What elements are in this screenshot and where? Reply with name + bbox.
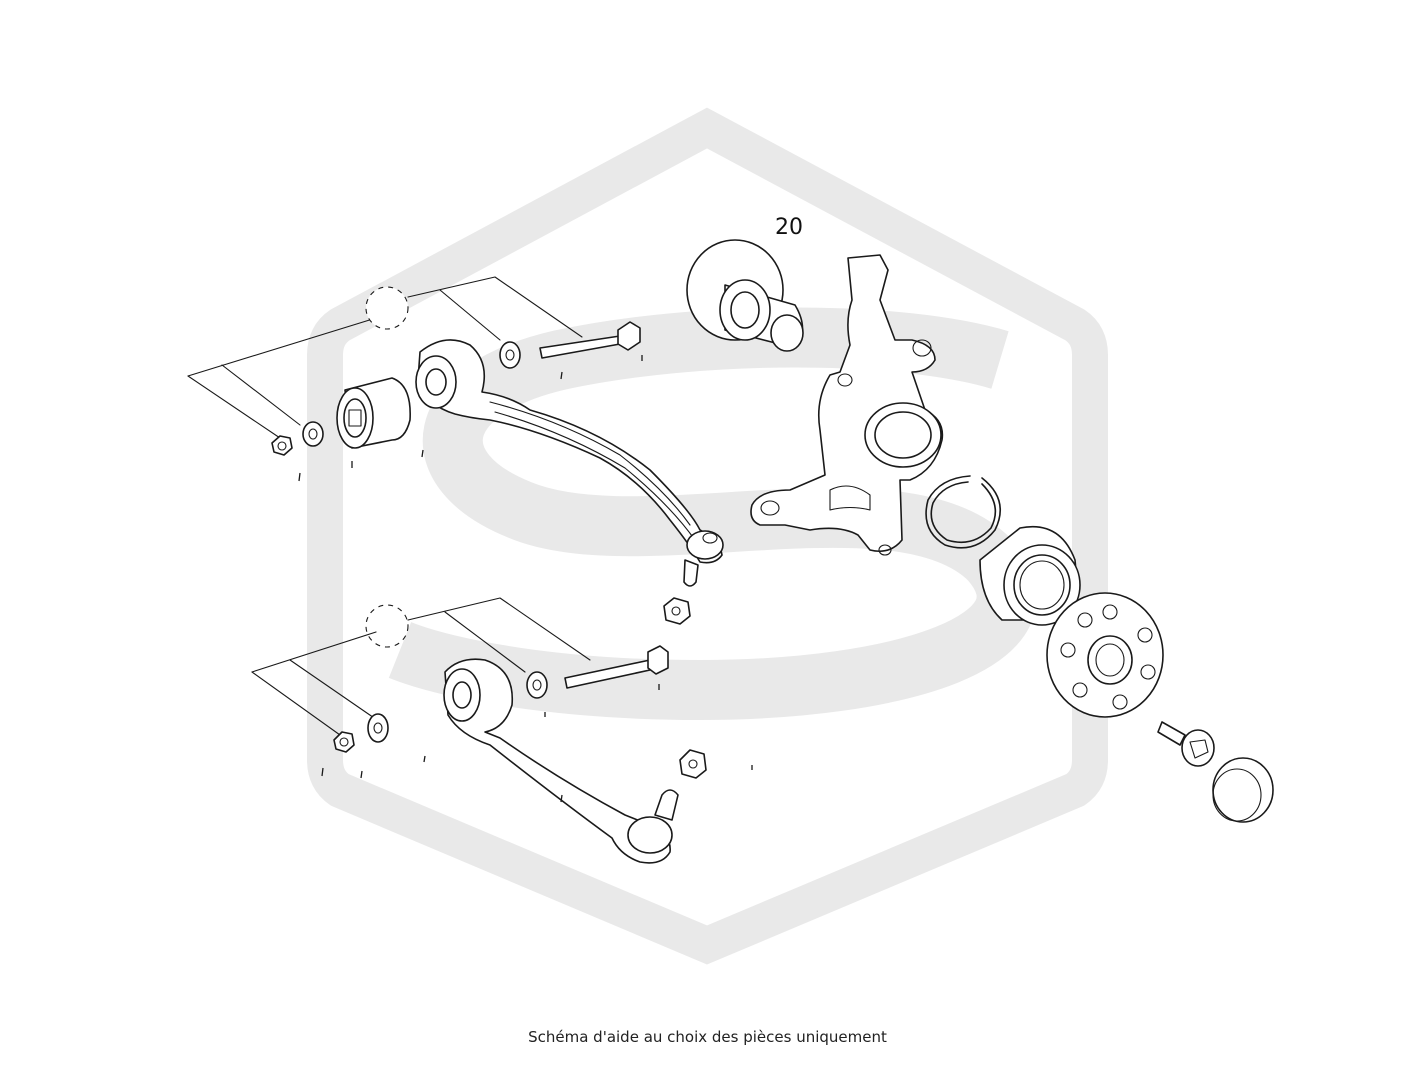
lower-nut[interactable] <box>333 731 355 753</box>
lower-guide-lines <box>251 597 591 736</box>
tick-marks <box>298 355 753 803</box>
callout-circle-upper[interactable] <box>365 286 409 330</box>
lower-washer[interactable] <box>367 713 389 743</box>
hub-bolt[interactable] <box>1157 721 1215 767</box>
diagram-caption: Schéma d'aide au choix des pièces unique… <box>528 1028 887 1046</box>
lower-bolt-washer[interactable] <box>526 671 548 699</box>
ball-joint-nut-lower[interactable] <box>679 749 707 779</box>
wheel-hub[interactable] <box>1046 592 1164 718</box>
upper-control-arm[interactable] <box>415 339 724 587</box>
part-number-label: 20 <box>775 215 803 240</box>
upper-guide-lines <box>187 276 583 439</box>
circlip[interactable] <box>925 475 1002 549</box>
steering-knuckle[interactable] <box>750 254 944 556</box>
upper-washer[interactable] <box>302 421 324 447</box>
upper-nut[interactable] <box>271 435 293 456</box>
dust-cap[interactable] <box>1212 757 1274 823</box>
upper-bushing[interactable] <box>336 377 411 449</box>
part-20-bushing[interactable] <box>686 239 804 352</box>
lower-control-arm[interactable] <box>443 658 679 864</box>
callout-circle-lower[interactable] <box>365 604 409 648</box>
lower-bolt[interactable] <box>564 645 669 689</box>
ball-joint-nut-upper[interactable] <box>663 597 691 625</box>
upper-bolt-washer[interactable] <box>499 341 521 369</box>
upper-bolt[interactable] <box>539 321 641 359</box>
wheel-bearing[interactable] <box>979 526 1081 626</box>
